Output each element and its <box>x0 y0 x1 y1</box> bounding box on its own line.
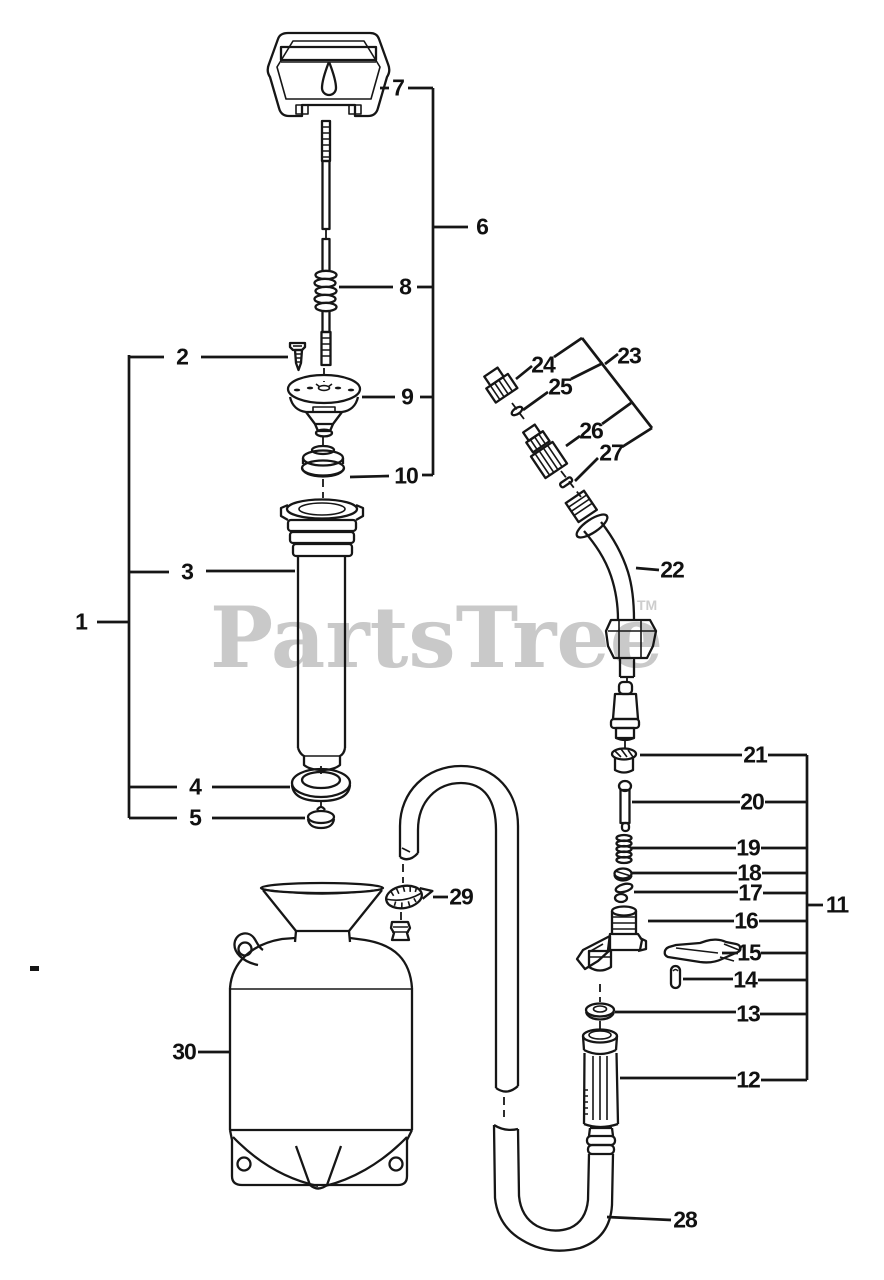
watermark-text: PartsTree <box>210 588 664 687</box>
screw <box>288 341 307 372</box>
plunger-cup <box>300 444 346 478</box>
callout-17[interactable]: 17 <box>738 879 763 906</box>
valve-washer <box>613 867 633 882</box>
pump-cap-disc <box>286 373 362 438</box>
bracket-group-11 <box>615 753 823 1082</box>
callout-29[interactable]: 29 <box>449 883 474 910</box>
callout-26[interactable]: 26 <box>579 417 604 444</box>
bracket-group-6 <box>339 86 468 479</box>
valve-pin <box>617 779 633 833</box>
print-artifact <box>30 966 39 971</box>
callout-9[interactable]: 9 <box>401 383 414 410</box>
callout-23[interactable]: 23 <box>617 342 642 369</box>
cylinder-gasket <box>290 767 352 803</box>
misc-leaders <box>198 566 672 1222</box>
callout-11[interactable]: 11 <box>825 891 849 918</box>
callout-25[interactable]: 25 <box>548 373 573 400</box>
callout-18[interactable]: 18 <box>737 859 762 886</box>
callout-28[interactable]: 28 <box>673 1206 698 1233</box>
tank-funnel <box>259 881 385 943</box>
spray-wand <box>564 489 658 679</box>
alignment-dashes <box>320 230 628 1117</box>
bracket-group-1 <box>97 355 305 820</box>
tank <box>228 932 414 1190</box>
callout-15[interactable]: 15 <box>737 939 762 966</box>
pump-handle <box>266 31 391 118</box>
trigger-lever <box>663 938 742 964</box>
callout-20[interactable]: 20 <box>740 788 765 815</box>
tank-spout <box>389 920 412 942</box>
callout-19[interactable]: 19 <box>736 834 761 861</box>
valve-oring <box>613 882 634 904</box>
callout-14[interactable]: 14 <box>733 966 758 993</box>
callout-21[interactable]: 21 <box>743 741 768 768</box>
hose <box>398 764 615 1252</box>
pump-rod <box>320 119 332 367</box>
check-valve-disc <box>306 805 336 830</box>
callout-4[interactable]: 4 <box>189 773 202 800</box>
valve-grip <box>581 1028 620 1156</box>
tank-cap <box>385 884 434 910</box>
nozzle-body <box>529 440 569 480</box>
callout-7[interactable]: 7 <box>392 74 405 101</box>
valve-cap <box>610 747 638 774</box>
wand-washer <box>558 476 574 489</box>
hose-washer <box>584 1002 616 1021</box>
callout-27[interactable]: 27 <box>599 439 624 466</box>
callout-5[interactable]: 5 <box>189 804 202 831</box>
callout-22[interactable]: 22 <box>660 556 685 583</box>
lever-pin <box>669 964 682 990</box>
callout-12[interactable]: 12 <box>736 1066 761 1093</box>
callout-8[interactable]: 8 <box>399 273 412 300</box>
bracket-group-23 <box>515 336 654 482</box>
callout-3[interactable]: 3 <box>181 558 194 585</box>
callout-2[interactable]: 2 <box>176 343 189 370</box>
callout-6[interactable]: 6 <box>476 213 489 240</box>
callout-24[interactable]: 24 <box>531 351 556 378</box>
nozzle-tip <box>483 366 519 404</box>
valve-spring <box>615 833 633 865</box>
nozzle-elbow <box>522 423 551 454</box>
wand-fitting <box>609 680 641 742</box>
pump-cylinder <box>279 498 365 772</box>
watermark-tm: TM <box>637 597 658 613</box>
callout-1[interactable]: 1 <box>75 608 88 635</box>
rod-spring <box>313 269 338 313</box>
shutoff-valve-body <box>575 905 648 972</box>
callout-13[interactable]: 13 <box>736 1000 761 1027</box>
callout-30[interactable]: 30 <box>172 1038 197 1065</box>
callout-10[interactable]: 10 <box>394 462 419 489</box>
callout-16[interactable]: 16 <box>734 907 759 934</box>
